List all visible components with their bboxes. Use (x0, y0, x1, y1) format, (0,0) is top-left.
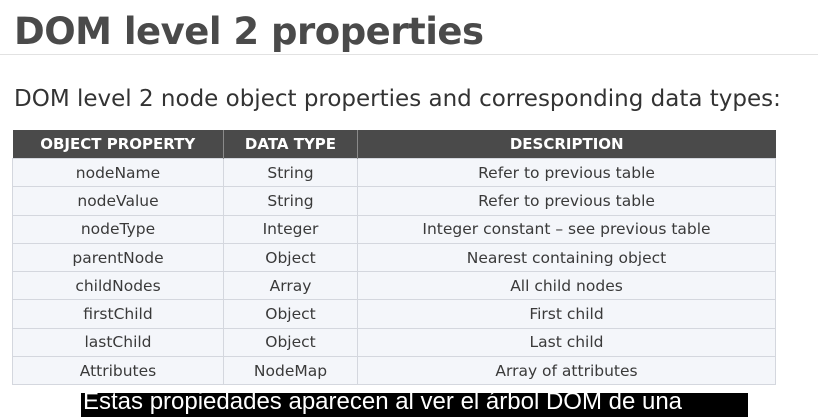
cell-data-type: Object (223, 242, 358, 273)
cell-data-type: NodeMap (223, 356, 358, 386)
cell-description: All child nodes (357, 271, 776, 301)
cell-data-type: Array (223, 271, 358, 301)
cell-property: childNodes (12, 271, 224, 301)
cell-description: First child (357, 299, 776, 329)
table-row: lastChild Object Last child (12, 327, 776, 358)
cell-property: nodeName (12, 157, 224, 188)
header-object-property: OBJECT PROPERTY (12, 130, 224, 159)
cell-data-type: String (223, 157, 358, 188)
cell-description: Array of attributes (357, 356, 776, 386)
table-row: childNodes Array All child nodes (12, 271, 776, 301)
header-data-type: DATA TYPE (223, 130, 358, 159)
cell-data-type: Integer (223, 214, 358, 244)
cell-property: nodeType (12, 214, 224, 244)
title-divider (0, 54, 818, 55)
table-row: nodeValue String Refer to previous table (12, 186, 776, 216)
cell-description: Last child (357, 327, 776, 358)
caption-text: Estas propiedades aparecen al ver el árb… (83, 393, 683, 415)
cell-description: Integer constant – see previous table (357, 214, 776, 244)
cell-description: Refer to previous table (357, 186, 776, 216)
table-row: parentNode Object Nearest containing obj… (12, 242, 776, 273)
slide-title: DOM level 2 properties (14, 10, 484, 53)
cell-description: Nearest containing object (357, 242, 776, 273)
cell-data-type: Object (223, 327, 358, 358)
cell-property: nodeValue (12, 186, 224, 216)
cell-property: lastChild (12, 327, 224, 358)
properties-table-container: OBJECT PROPERTY DATA TYPE DESCRIPTION no… (12, 130, 776, 386)
properties-table: OBJECT PROPERTY DATA TYPE DESCRIPTION no… (12, 130, 776, 386)
table-row: nodeType Integer Integer constant – see … (12, 214, 776, 244)
table-row: Attributes NodeMap Array of attributes (12, 356, 776, 386)
cell-property: firstChild (12, 299, 224, 329)
cell-data-type: Object (223, 299, 358, 329)
table-row: nodeName String Refer to previous table (12, 157, 776, 188)
slide-subtitle: DOM level 2 node object properties and c… (14, 86, 781, 112)
table-row: firstChild Object First child (12, 299, 776, 329)
cell-description: Refer to previous table (357, 157, 776, 188)
cell-property: Attributes (12, 356, 224, 386)
video-subtitle-caption: Estas propiedades aparecen al ver el árb… (81, 393, 748, 417)
cell-data-type: String (223, 186, 358, 216)
cell-property: parentNode (12, 242, 224, 273)
table-header-row: OBJECT PROPERTY DATA TYPE DESCRIPTION (12, 130, 776, 159)
header-description: DESCRIPTION (357, 130, 776, 159)
